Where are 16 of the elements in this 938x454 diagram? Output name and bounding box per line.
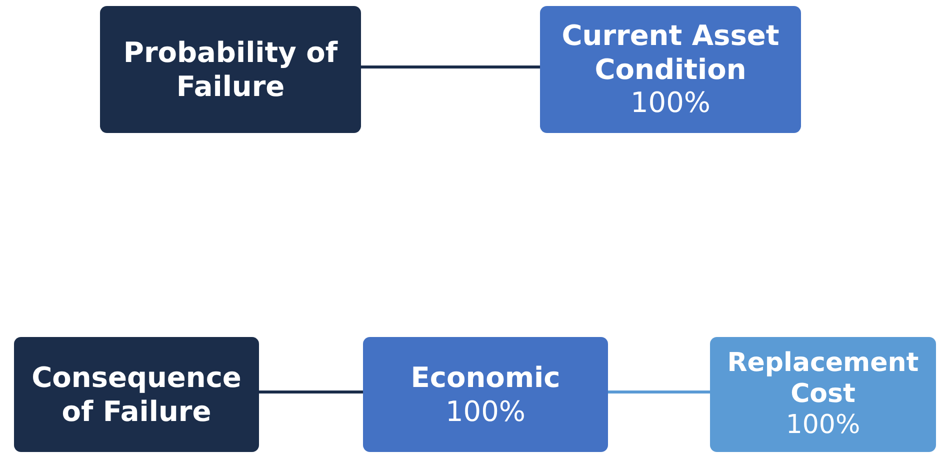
process-box	[710, 337, 936, 452]
percentage-value: 100%	[786, 410, 860, 442]
percentage-value: 100%	[630, 86, 711, 120]
percentage-value: 100%	[445, 394, 526, 428]
connector-line	[361, 66, 540, 68]
connector-line	[259, 390, 363, 394]
box-heading: Consequence of Failure	[30, 360, 242, 428]
process-box	[14, 337, 259, 452]
process-box	[363, 337, 608, 452]
process-box	[540, 6, 801, 133]
box-heading: Replacement Cost	[726, 348, 920, 410]
box-heading: Probability of Failure	[122, 36, 339, 104]
process-box	[100, 6, 361, 133]
box-heading: Current Asset Condition	[560, 19, 780, 86]
connector-line	[608, 390, 710, 394]
box-heading: Economic	[410, 360, 560, 394]
